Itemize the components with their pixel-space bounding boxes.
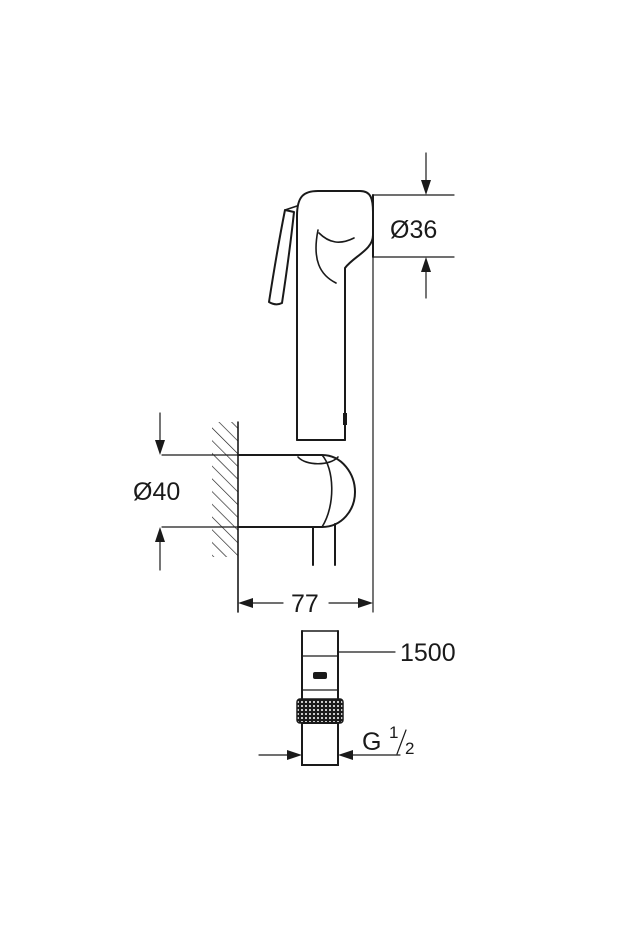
holder-inner-curve: [321, 454, 333, 528]
hose-crimp-mark: [313, 672, 327, 679]
wall-holder: [237, 454, 356, 528]
arrow-thread-left: [287, 750, 302, 760]
trigger-hinge: [284, 205, 298, 211]
dimension-holder-diameter: Ø40: [133, 412, 180, 571]
dimension-projection: 77: [238, 590, 373, 618]
shower-body-outline: [296, 190, 374, 441]
dimension-thread: G 1 2: [258, 723, 414, 760]
thread-fraction-numerator: 1: [389, 723, 398, 742]
arrow-proj-right: [358, 598, 373, 608]
hose-upper: [312, 523, 336, 566]
wall-hatching: [212, 422, 238, 557]
holder-diameter-label: Ø40: [133, 478, 180, 506]
holder-body: [237, 454, 356, 528]
holder-cradle: [297, 456, 339, 465]
shower-trigger: [268, 209, 295, 306]
thread-fraction-slash: [396, 729, 407, 755]
arrow-head-top: [421, 180, 431, 195]
hose-thread-end: [301, 722, 339, 766]
dimension-hose-length: 1500: [337, 639, 456, 667]
hand-shower: [268, 190, 374, 441]
shower-neck-contour: [315, 229, 337, 284]
arrow-proj-left: [238, 598, 253, 608]
hose-nut-knurl: [296, 698, 344, 724]
head-diameter-label: Ø36: [390, 216, 437, 244]
shower-indicator-mark: [343, 413, 347, 425]
thread-fraction-denominator: 2: [405, 739, 414, 758]
arrow-holder-top: [155, 440, 165, 455]
arrow-thread-right: [338, 750, 353, 760]
hose-lower: [296, 630, 344, 766]
dimension-head-diameter: Ø36: [390, 152, 437, 299]
reference-lines: [161, 194, 455, 613]
arrow-head-bottom: [421, 257, 431, 272]
shower-face-curve: [318, 232, 355, 243]
hose-length-label: 1500: [400, 639, 456, 667]
wall: [212, 421, 239, 613]
projection-label: 77: [291, 590, 319, 618]
thread-letter: G: [362, 728, 381, 756]
arrow-holder-bottom: [155, 527, 165, 542]
